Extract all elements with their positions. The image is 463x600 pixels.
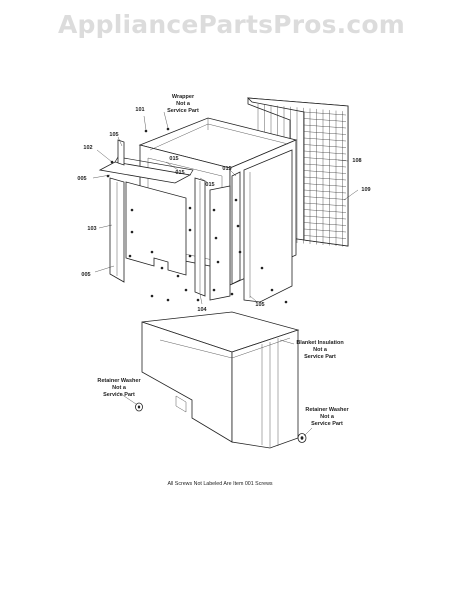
blanket-label-line3: Service Part <box>304 354 336 360</box>
screw-icon <box>184 288 188 292</box>
wrapper-label-line1: Wrapper <box>172 94 195 100</box>
hatch-line <box>303 137 347 142</box>
retainer-left-line2: Not a <box>112 385 127 391</box>
hatch-line <box>303 222 347 226</box>
part-015-label-b: 015 <box>169 156 178 162</box>
part-105-label-top: 105 <box>109 132 118 138</box>
retainer-left-line1: Retainer Washer <box>97 378 141 384</box>
hatch-line <box>303 163 347 168</box>
part-108-label: 108 <box>352 158 361 164</box>
hatch-line <box>303 124 347 129</box>
part-103-label: 103 <box>87 226 96 232</box>
hatch-line <box>303 228 347 233</box>
screw-icon <box>150 250 154 254</box>
side-strip-103 <box>109 177 125 283</box>
part-105-label-bottom: 105 <box>255 302 264 308</box>
blanket-label-line2: Not a <box>313 347 328 353</box>
screw-icon <box>176 274 180 278</box>
wrapper-label-line2: Not a <box>176 101 191 107</box>
retainer-right-line3: Service Part <box>311 421 343 427</box>
screw-icon <box>238 250 242 254</box>
screw-icon <box>230 292 234 296</box>
screw-icon <box>166 298 170 302</box>
hatch-line <box>303 209 347 213</box>
side-strip-104 <box>194 177 206 297</box>
part-109-label: 109 <box>361 187 370 193</box>
screw-icon <box>212 208 216 212</box>
hatch-line <box>303 196 347 200</box>
hatch-line <box>303 189 347 194</box>
bracket-105 <box>117 139 125 166</box>
hatch-line <box>303 215 347 220</box>
part-015-label-d: 015 <box>222 166 231 172</box>
screw-icon <box>130 230 134 234</box>
screw-icon <box>236 224 240 228</box>
screw-icon <box>160 266 164 270</box>
hatch-line <box>303 111 347 116</box>
part-005-label-bottom: 005 <box>81 272 90 278</box>
trim-panel-left <box>125 181 187 276</box>
screws-caption: All Screws Not Labeled Are Item 001 Scre… <box>167 481 272 487</box>
hatch-line <box>303 150 347 155</box>
retainer-washer-left <box>135 402 143 412</box>
screw-icon <box>212 288 216 292</box>
wrapper-label-line3: Service Part <box>167 108 199 114</box>
watermark: AppliancePartsPros.com <box>57 10 406 39</box>
part-015-label-c: 015 <box>205 182 214 188</box>
side-rail-102 <box>98 156 194 184</box>
retainer-right-line2: Not a <box>320 414 335 420</box>
side-strip-right <box>231 171 241 285</box>
hatch-line <box>303 183 347 187</box>
leader-lines <box>92 111 359 437</box>
screw-icon <box>270 288 274 292</box>
blanket-insulation <box>141 311 300 449</box>
screw-icon <box>130 208 134 212</box>
screw-icon <box>260 266 264 270</box>
screw-icon <box>216 260 220 264</box>
part-101-label: 101 <box>135 107 144 113</box>
hatch-line <box>303 118 347 122</box>
part-102-label: 102 <box>83 145 92 151</box>
hatch-line <box>303 235 347 239</box>
part-labels: Wrapper Not a Service Part 101 105 102 0… <box>77 94 370 487</box>
part-104-label: 104 <box>197 307 207 313</box>
hatch-line <box>303 170 347 174</box>
trim-panel-105 <box>209 149 293 303</box>
screw-icon <box>196 298 200 302</box>
blanket-label-line1: Blanket Insulation <box>296 340 344 346</box>
screw-icon <box>214 236 218 240</box>
hatch-line <box>303 144 347 148</box>
retainer-washer-right <box>297 433 307 443</box>
screw-icon <box>166 127 170 131</box>
hatch-line <box>303 176 347 181</box>
hatch-line <box>303 131 347 135</box>
screw-icon <box>188 228 192 232</box>
screw-icon <box>284 300 288 304</box>
screw-icon <box>144 129 148 133</box>
screw-icon <box>128 254 132 258</box>
screw-icon <box>234 198 238 202</box>
retainer-left-line3: Service Part <box>103 392 135 398</box>
part-005-label-top: 005 <box>77 176 86 182</box>
part-015-label-a: 015 <box>175 170 184 176</box>
screw-icon <box>188 206 192 210</box>
screw-icon <box>188 254 192 258</box>
screws <box>106 127 288 304</box>
retainer-right-line1: Retainer Washer <box>305 407 349 413</box>
screw-icon <box>150 294 154 298</box>
hatch-line <box>303 202 347 207</box>
